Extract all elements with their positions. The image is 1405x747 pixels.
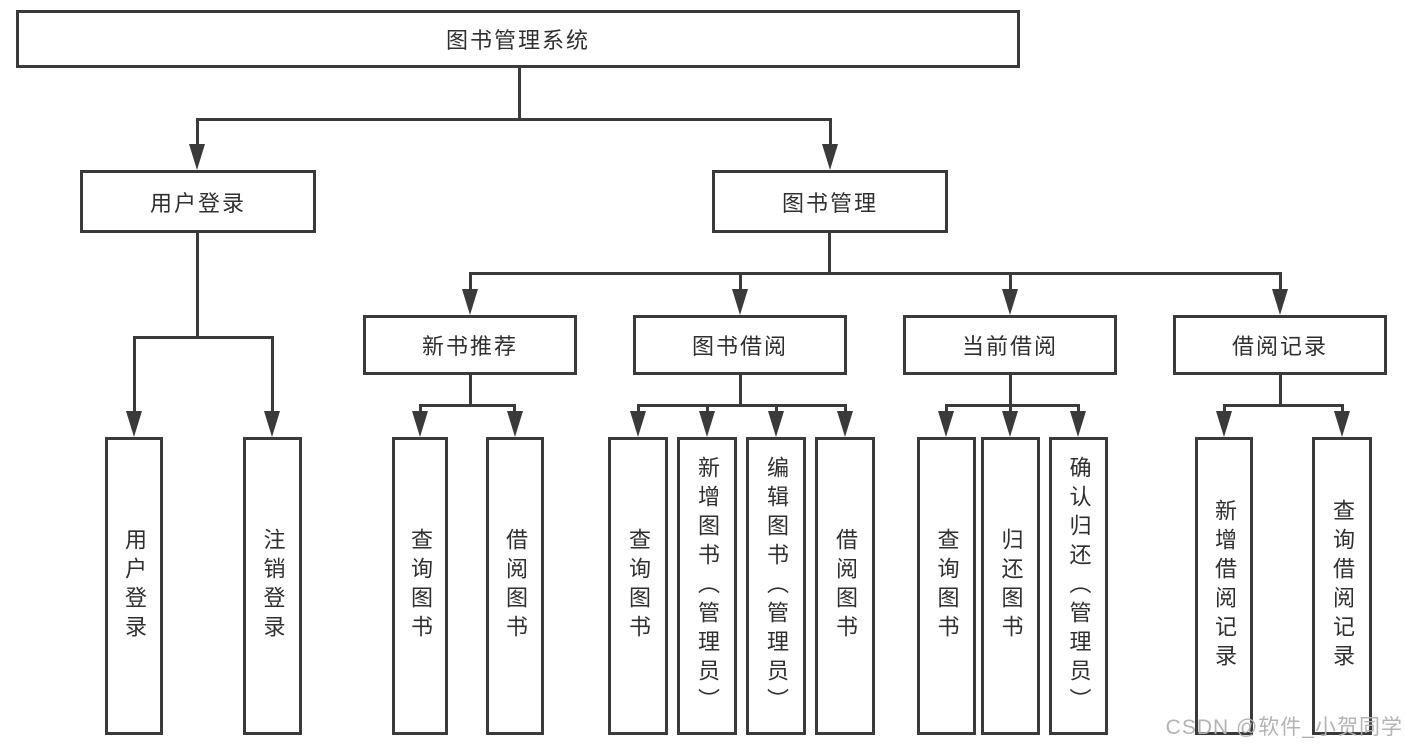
connector-stem: [271, 336, 274, 414]
connector-book-mgmt-bar: [469, 272, 1281, 275]
connector-stem: [844, 404, 847, 414]
connector-stem: [196, 118, 199, 148]
connector-root-bar: [196, 118, 832, 121]
arrow-down-icon: [938, 411, 954, 437]
csdn-watermark: CSDN @软件_小贺同学: [1165, 716, 1403, 739]
leaf-query-books-recommend: 查询图书: [392, 437, 448, 735]
connector-bar: [945, 404, 1080, 407]
node-user-login: 用户登录: [80, 170, 316, 233]
connector-stem: [739, 375, 742, 406]
arrow-down-icon: [1002, 289, 1018, 315]
leaf-borrow-books-recommend: 借阅图书: [486, 437, 544, 735]
connector-stem: [1223, 404, 1226, 414]
node-label: 借阅记录: [1231, 334, 1328, 359]
arrow-down-icon: [462, 289, 478, 315]
connector-stem: [513, 404, 516, 414]
arrow-down-icon: [1334, 411, 1350, 437]
leaf-query-books-current: 查询图书: [917, 437, 976, 735]
node-book-borrowing: 图书借阅: [633, 315, 847, 375]
node-label: 借阅图书: [833, 528, 858, 644]
node-label: 新书推荐: [421, 334, 518, 359]
node-new-book-recommend: 新书推荐: [363, 315, 577, 375]
arrow-down-icon: [1216, 411, 1232, 437]
arrow-down-icon: [1070, 411, 1086, 437]
connector-bar: [637, 404, 846, 407]
connector-stem: [1279, 272, 1282, 292]
leaf-return-books: 归还图书: [981, 437, 1040, 735]
connector-stem: [1009, 272, 1012, 292]
connector-stem: [775, 404, 778, 414]
node-label: 当前借阅: [961, 334, 1058, 359]
node-label: 图书管理系统: [445, 28, 590, 53]
connector-stem: [419, 404, 422, 414]
leaf-add-books-admin: 新增图书（管理员）: [677, 437, 737, 735]
arrow-down-icon: [822, 144, 838, 170]
node-label: 查询图书: [408, 528, 433, 644]
node-label: 查询图书: [934, 528, 960, 644]
node-label: 注销登录: [260, 528, 286, 644]
connector-stem: [1279, 375, 1282, 406]
node-label: 查询图书: [626, 528, 651, 644]
connector-stem: [706, 404, 709, 414]
connector-stem: [1077, 404, 1080, 414]
arrow-down-icon: [837, 411, 853, 437]
node-label: 编辑图书（管理员）: [764, 455, 789, 717]
node-label: 确认归还（管理员）: [1066, 455, 1092, 717]
arrow-down-icon: [1272, 289, 1288, 315]
node-library-management-system: 图书管理系统: [16, 10, 1020, 68]
arrow-down-icon: [732, 289, 748, 315]
connector-stem: [945, 404, 948, 414]
connector-stem: [469, 272, 472, 292]
leaf-borrow-books: 借阅图书: [815, 437, 875, 735]
connector-user-login-stem: [196, 233, 199, 339]
leaf-logout: 注销登录: [243, 437, 302, 735]
arrow-down-icon: [189, 144, 205, 170]
connector-user-login-bar: [133, 336, 274, 339]
node-label: 用户登录: [149, 190, 246, 216]
arrow-down-icon: [1002, 411, 1018, 437]
node-label: 新增借阅记录: [1212, 499, 1237, 673]
arrow-down-icon: [507, 411, 523, 437]
connector-bar: [419, 404, 516, 407]
leaf-user-login: 用户登录: [105, 437, 163, 735]
node-current-borrowing: 当前借阅: [903, 315, 1117, 375]
leaf-add-borrow-record: 新增借阅记录: [1195, 437, 1253, 735]
leaf-confirm-return-admin: 确认归还（管理员）: [1049, 437, 1108, 735]
connector-stem: [637, 404, 640, 414]
connector-stem: [1009, 375, 1012, 406]
connector-stem: [829, 118, 832, 148]
arrow-down-icon: [768, 411, 784, 437]
connector-stem: [739, 272, 742, 292]
arrow-down-icon: [630, 411, 646, 437]
connector-stem: [1341, 404, 1344, 414]
node-label: 借阅图书: [503, 528, 528, 644]
arrow-down-icon: [126, 411, 142, 437]
node-label: 查询借阅记录: [1330, 499, 1355, 673]
connector-root-stem: [518, 68, 521, 120]
node-label: 图书借阅: [691, 334, 788, 359]
node-label: 用户登录: [122, 528, 147, 644]
arrow-down-icon: [412, 411, 428, 437]
node-book-management: 图书管理: [712, 170, 948, 233]
connector-book-mgmt-stem: [828, 233, 831, 275]
connector-bar: [1223, 404, 1343, 407]
arrow-down-icon: [264, 411, 280, 437]
node-label: 归还图书: [998, 528, 1024, 644]
connector-stem: [1009, 404, 1012, 414]
node-borrowing-records: 借阅记录: [1173, 315, 1387, 375]
connector-stem: [469, 375, 472, 406]
node-label: 新增图书（管理员）: [695, 455, 720, 717]
arrow-down-icon: [699, 411, 715, 437]
connector-stem: [133, 336, 136, 414]
node-label: 图书管理: [781, 190, 878, 216]
leaf-query-borrow-record: 查询借阅记录: [1312, 437, 1372, 735]
leaf-edit-books-admin: 编辑图书（管理员）: [746, 437, 806, 735]
leaf-query-books-borrowing: 查询图书: [608, 437, 668, 735]
